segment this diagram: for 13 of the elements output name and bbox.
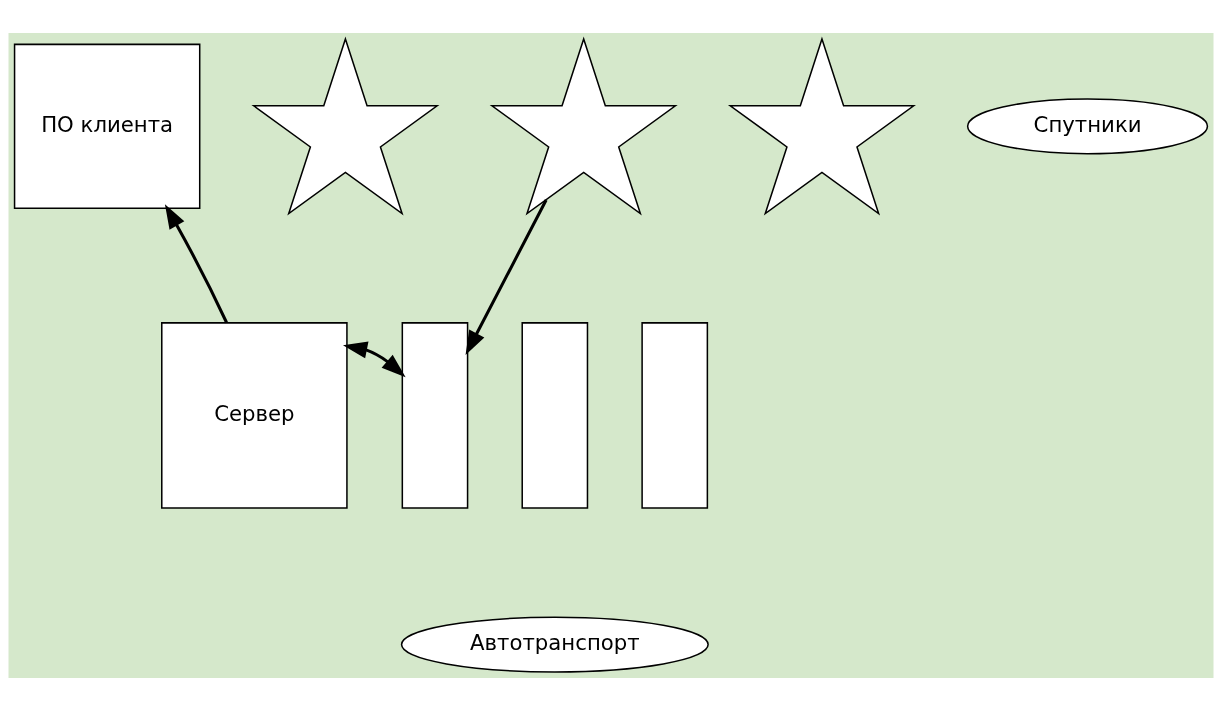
- node-box: Сервер: [161, 321, 348, 509]
- arrow: [465, 198, 548, 355]
- node-star: [489, 36, 678, 216]
- node-bar: [521, 321, 589, 509]
- node-ellipse: Спутники: [966, 97, 1209, 154]
- node-bar: [401, 321, 469, 509]
- arrow: [342, 341, 406, 377]
- node-box: ПО клиента: [13, 43, 201, 209]
- arrow: [164, 203, 228, 323]
- node-bar: [641, 321, 709, 509]
- node-ellipse: Автотранспорт: [400, 616, 709, 673]
- node-star: [727, 36, 916, 216]
- node-star: [251, 36, 440, 216]
